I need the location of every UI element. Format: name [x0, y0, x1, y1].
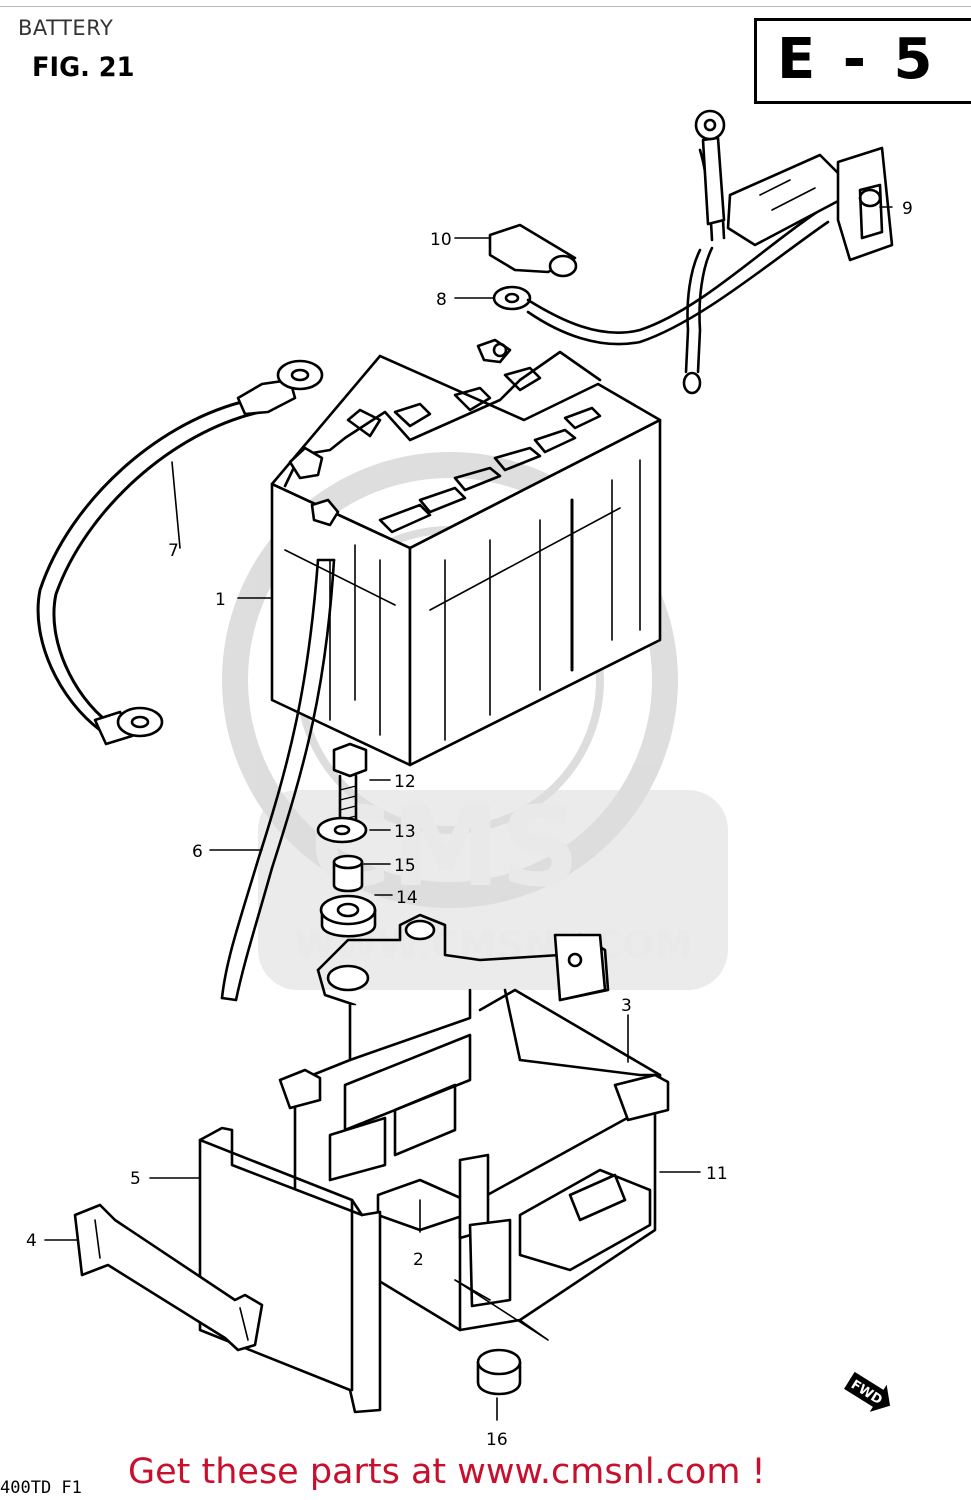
callout-13[interactable]: 13: [394, 822, 416, 842]
callout-12[interactable]: 12: [394, 772, 416, 792]
forward-arrow-icon: [844, 1371, 891, 1412]
leader-lines: [44, 206, 893, 1421]
callout-16[interactable]: 16: [486, 1430, 508, 1450]
callout-11[interactable]: 11: [706, 1164, 728, 1184]
callout-7[interactable]: 7: [168, 541, 179, 561]
negative-cable-part: [36, 359, 324, 746]
battery-part: [270, 338, 662, 767]
callout-15[interactable]: 15: [394, 856, 416, 876]
breather-hose-part: [220, 558, 336, 1002]
callout-14[interactable]: 14: [396, 888, 418, 908]
callout-8[interactable]: 8: [436, 290, 447, 310]
callout-5[interactable]: 5: [130, 1169, 141, 1189]
callout-9[interactable]: 9: [902, 199, 913, 219]
section-title: BATTERY: [18, 16, 114, 40]
callout-2[interactable]: 2: [413, 1250, 424, 1270]
model-code: 400TD F1: [0, 1478, 82, 1498]
buy-parts-link[interactable]: Get these parts at www.cmsnl.com !: [128, 1452, 766, 1492]
figure-label: FIG. 21: [32, 52, 135, 83]
callout-10[interactable]: 10: [430, 230, 452, 250]
callout-3[interactable]: 3: [621, 996, 632, 1016]
callout-4[interactable]: 4: [26, 1231, 37, 1251]
diagram-code: E - 5: [777, 27, 937, 92]
battery-holder-part: [278, 913, 670, 1332]
diagram-code-box: E - 5: [754, 18, 971, 104]
positive-cable-part: [488, 109, 894, 395]
mounting-hardware-part: [316, 742, 377, 938]
battery-band-part: [73, 1203, 264, 1352]
callout-numbers: 1 2 3 4 5 6 7 8 9 10 11 12 13 14 15 16: [26, 199, 913, 1450]
cap-part: [476, 1348, 522, 1396]
callout-1[interactable]: 1: [215, 590, 226, 610]
forward-direction-badge: FWD: [844, 1371, 891, 1412]
callout-6[interactable]: 6: [192, 842, 203, 862]
top-divider: [0, 6, 971, 7]
